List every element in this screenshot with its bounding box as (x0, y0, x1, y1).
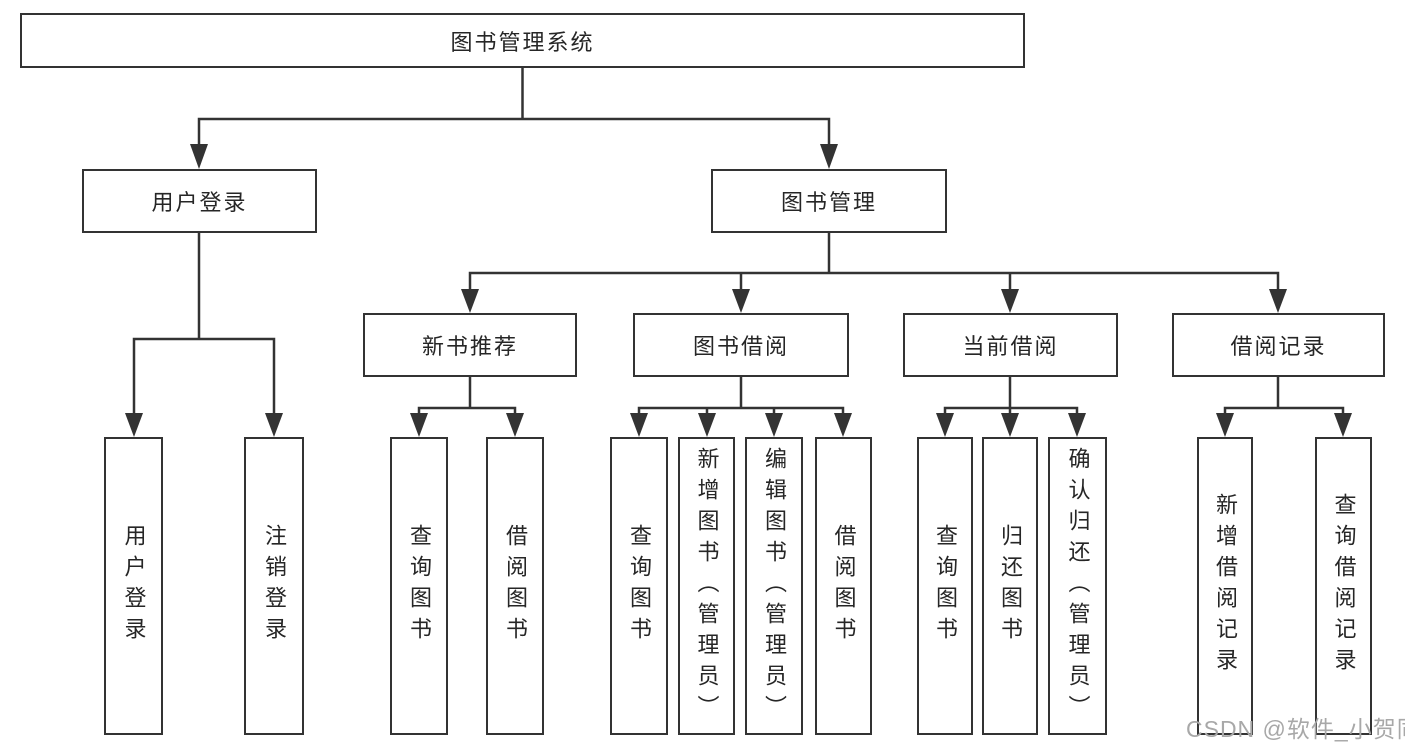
leaf-borrow-books-recommend-label: 借阅图书 (503, 524, 528, 648)
node-borrow-record: 借阅记录 (1172, 313, 1385, 377)
leaf-return-book-label: 归还图书 (998, 524, 1023, 648)
leaf-user-login-label: 用户登录 (121, 524, 147, 648)
leaf-query-books-borrow: 查询图书 (610, 437, 668, 735)
edge-book-borrow-to-leaves (637, 377, 845, 416)
leaf-add-borrow-record: 新增借阅记录 (1197, 437, 1253, 735)
arrowheads-current-borrow-to-leaves (936, 413, 1086, 437)
watermark: CSDN @软件_小贺同学 (1186, 716, 1405, 742)
leaf-query-books-recommend-label: 查询图书 (407, 524, 432, 648)
leaf-query-borrow-record: 查询借阅记录 (1315, 437, 1372, 735)
leaf-logout: 注销登录 (244, 437, 304, 735)
leaf-edit-book-admin: 编辑图书（管理员） (745, 437, 803, 735)
node-new-book-recommend: 新书推荐 (363, 313, 577, 377)
leaf-logout-label: 注销登录 (262, 524, 287, 648)
leaf-query-books-current: 查询图书 (917, 437, 973, 735)
leaf-return-book: 归还图书 (982, 437, 1038, 735)
node-book-borrow: 图书借阅 (633, 313, 849, 377)
leaf-borrow-books-recommend: 借阅图书 (486, 437, 544, 735)
edge-root-to-level2 (197, 68, 831, 146)
edge-borrow-record-to-leaves (1223, 377, 1345, 416)
edge-new-book-to-leaves (417, 377, 517, 416)
leaf-user-login: 用户登录 (104, 437, 163, 735)
node-current-borrow: 当前借阅 (903, 313, 1118, 377)
arrowheads-root-to-level2 (190, 144, 838, 169)
leaf-query-books-recommend: 查询图书 (390, 437, 448, 735)
arrowheads-new-book-to-leaves (410, 413, 524, 437)
leaf-borrow-book-label: 借阅图书 (831, 524, 857, 648)
arrowheads-user-login-to-leaves (125, 413, 283, 437)
node-root-library-system: 图书管理系统 (20, 13, 1025, 68)
leaf-confirm-return-admin: 确认归还（管理员） (1048, 437, 1107, 735)
node-user-login: 用户登录 (82, 169, 317, 233)
arrowheads-book-management-to-level3 (461, 289, 1287, 313)
node-book-management: 图书管理 (711, 169, 947, 233)
leaf-confirm-return-admin-label: 确认归还（管理员） (1065, 446, 1091, 726)
leaf-query-books-borrow-label: 查询图书 (627, 524, 652, 648)
leaf-edit-book-admin-label: 编辑图书（管理员） (762, 446, 787, 726)
leaf-borrow-book: 借阅图书 (815, 437, 872, 735)
leaf-add-book-admin-label: 新增图书（管理员） (694, 446, 720, 726)
leaf-query-books-current-label: 查询图书 (933, 524, 958, 648)
leaf-add-book-admin: 新增图书（管理员） (678, 437, 735, 735)
arrowheads-book-borrow-to-leaves (630, 413, 852, 437)
edge-user-login-to-leaves (132, 233, 276, 415)
leaf-add-borrow-record-label: 新增借阅记录 (1213, 493, 1238, 679)
edge-book-management-to-level3 (468, 233, 1280, 291)
arrowheads-borrow-record-to-leaves (1216, 413, 1352, 437)
leaf-query-borrow-record-label: 查询借阅记录 (1331, 493, 1357, 679)
edge-current-borrow-to-leaves (943, 377, 1079, 416)
